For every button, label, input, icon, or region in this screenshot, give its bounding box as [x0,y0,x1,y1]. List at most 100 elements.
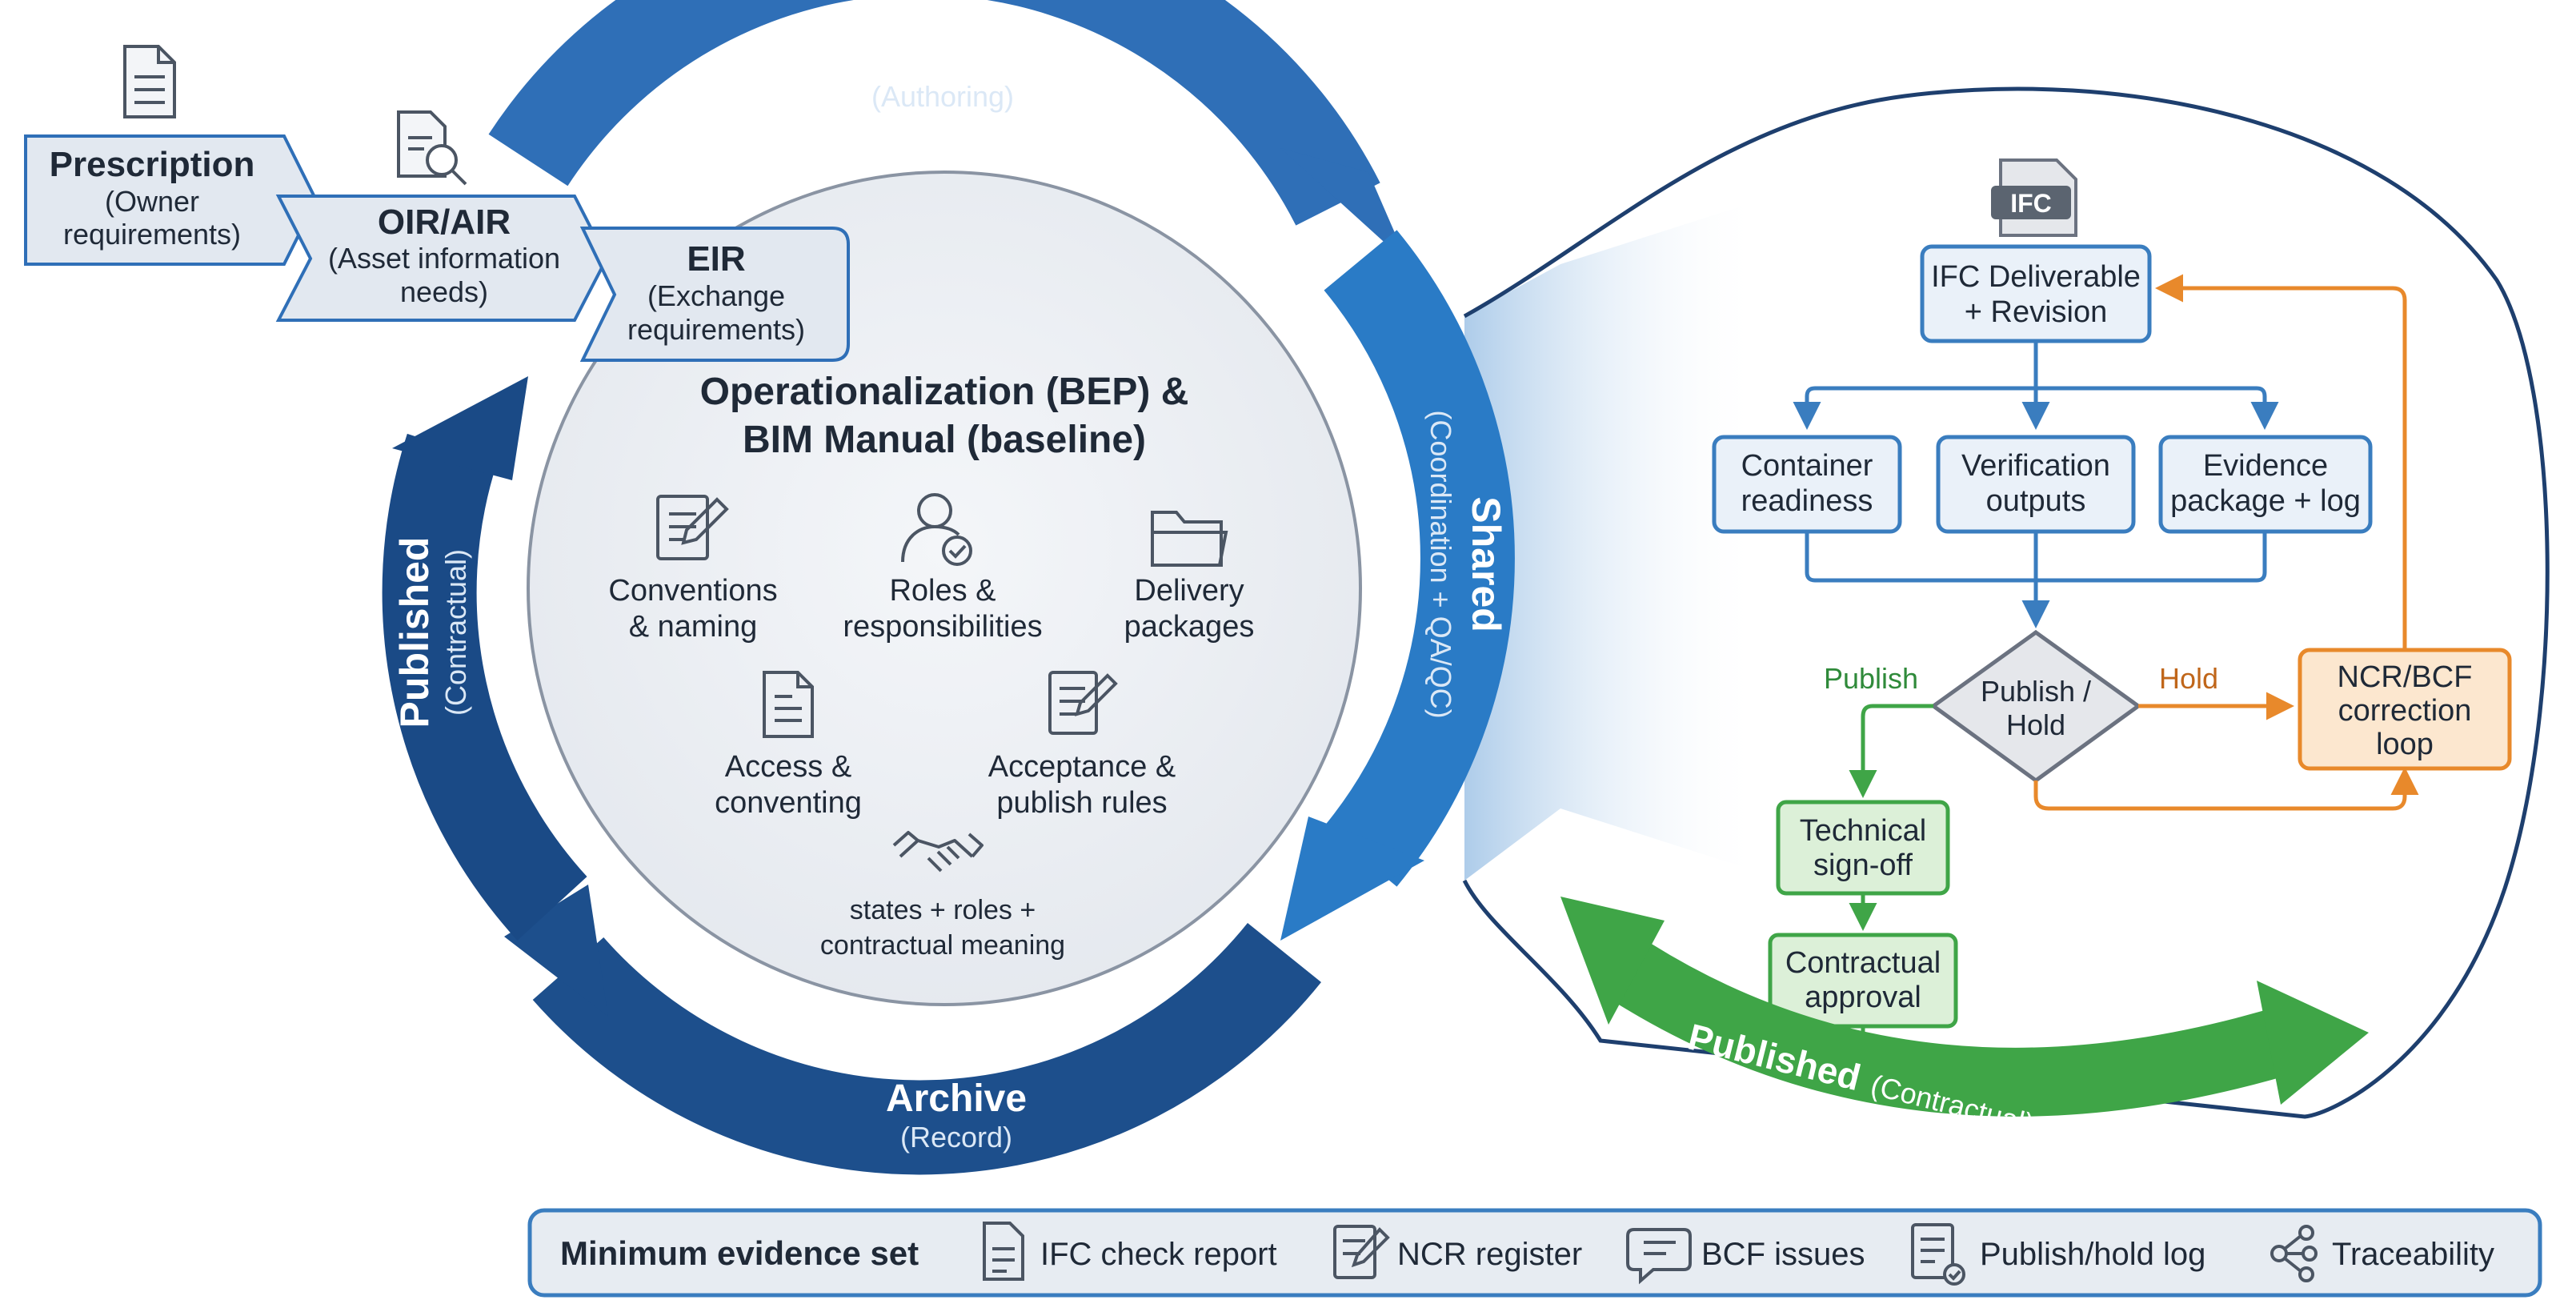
folder-icon [1151,511,1228,567]
evidence-item-bcf-issues: BCF issues [1626,1228,1865,1285]
archive-title: Archive [886,1077,1027,1120]
edit-list-icon [1333,1225,1390,1279]
wip-arc [488,0,1380,226]
wip-arrowhead [1280,148,1408,264]
technical-line1: Technical [1800,814,1926,848]
oir-air-box [275,195,609,322]
oir-air-line1: (Asset information [328,242,560,275]
ifc-file-icon: IFC [1991,158,2077,237]
file-lock-icon [763,671,814,738]
document-search-icon [397,110,467,186]
evidence-item-label: IFC check report [1040,1237,1277,1272]
user-check-icon [901,493,972,566]
verification-line1: Verification [1961,449,2110,483]
document-icon [983,1222,1024,1281]
hold-bottom-arrow [2033,767,2419,811]
oir-air-title: OIR/AIR [378,203,511,242]
publish-branch-label: Publish [1824,662,1918,695]
wip-title: WIP [908,37,978,78]
published-arrowhead [392,376,528,480]
ncr-line2: correction [2338,694,2472,728]
wip-sub: (Authoring) [871,80,1014,113]
hold-branch-label: Hold [2159,662,2218,695]
published-title: Published [392,537,437,728]
ncr-line1: NCR/BCF [2338,660,2473,694]
conventions-line1: Conventions [608,574,777,608]
states-line1: states + roles + [850,895,1036,925]
shared-arc [1324,230,1515,887]
flow-panel-outline [1462,86,2550,1119]
technical-line2: sign-off [1813,849,1913,882]
eir-line2: requirements) [627,313,805,346]
published-arc [382,433,587,941]
delivery-line1: Delivery [1134,574,1244,608]
states-line2: contractual meaning [820,930,1065,961]
deliverable-line1: IFC Deliverable [1931,260,2141,294]
archive-arrowhead [504,885,608,1017]
checklist-icon [1911,1223,1965,1286]
evidence-item-label: BCF issues [1701,1237,1865,1272]
archive-sub: (Record) [900,1121,1012,1154]
published-green-arc [1614,943,2307,1117]
prescription-line2: requirements) [63,218,241,251]
evidence-item-traceability: Traceability [2270,1225,2494,1282]
eir-box [579,227,850,362]
container-line1: Container [1741,449,1873,483]
shared-arrowhead [1280,816,1424,941]
access-line2: conventing [715,786,862,820]
prescription-line1: (Owner [105,185,199,218]
delivery-line2: packages [1124,610,1255,644]
container-line2: readiness [1741,484,1873,518]
handshake-icon [892,831,984,873]
contractual-line2: approval [1805,981,1921,1014]
decision-line2: Hold [2006,708,2065,741]
core-circle [527,171,1362,1006]
published-green-arrowhead-left [1560,897,1665,1025]
evidence-item-publish-hold-log: Publish/hold log [1911,1223,2205,1286]
archive-arc [532,922,1321,1175]
eir-line1: (Exchange [647,279,785,312]
access-line1: Access & [725,750,851,784]
decision-line1: Publish / [1981,675,2091,708]
core-title-line1: Operationalization (BEP) & [700,371,1189,413]
oir-air-line2: needs) [400,275,488,308]
evidence-bar-title: Minimum evidence set [560,1234,919,1272]
ncr-line3: loop [2376,728,2434,761]
document-icon [123,45,176,118]
roles-line1: Roles & [889,574,996,608]
checklist-edit-icon [1048,671,1118,735]
correction-return-arrow [2155,274,2407,650]
prescription-title: Prescription [50,145,255,184]
network-icon [2270,1225,2318,1282]
evidence-line2: package + log [2170,484,2361,518]
shared-title: Shared [1464,496,1508,632]
lifecycle-ring [382,0,1515,1175]
ifc-badge-label: IFC [2010,189,2052,218]
roles-line2: responsibilities [843,610,1042,644]
publish-arrow [1849,704,1933,798]
deliverable-line2: + Revision [1965,295,2107,329]
published-sub: (Contractual) [439,549,472,716]
conventions-line2: & naming [629,610,758,644]
merge-line [1805,532,2267,583]
evidence-item-label: Publish/hold log [1980,1237,2205,1272]
edit-document-icon [656,495,729,560]
ncr-bcf-box [2298,648,2512,771]
evidence-item-ncr-register: NCR register [1333,1225,1582,1279]
eir-title: EIR [687,239,745,279]
core-title-line2: BIM Manual (baseline) [743,419,1146,461]
evidence-bar [527,1208,2542,1298]
chat-icon [1626,1228,1692,1285]
evidence-item-label: NCR register [1397,1237,1582,1272]
acceptance-line1: Acceptance & [988,750,1176,784]
evidence-item-ifc-check: IFC check report [983,1222,1277,1281]
acceptance-line2: publish rules [996,786,1167,820]
contractual-line1: Contractual [1785,946,1941,980]
zoom-beam [1464,200,1761,881]
published-green-arrowhead-right [2257,981,2369,1105]
evidence-line1: Evidence [2203,449,2328,483]
evidence-item-label: Traceability [2332,1237,2494,1272]
shared-sub: (Coordination + QA/QC) [1424,410,1457,718]
verification-line2: outputs [1986,484,2086,518]
